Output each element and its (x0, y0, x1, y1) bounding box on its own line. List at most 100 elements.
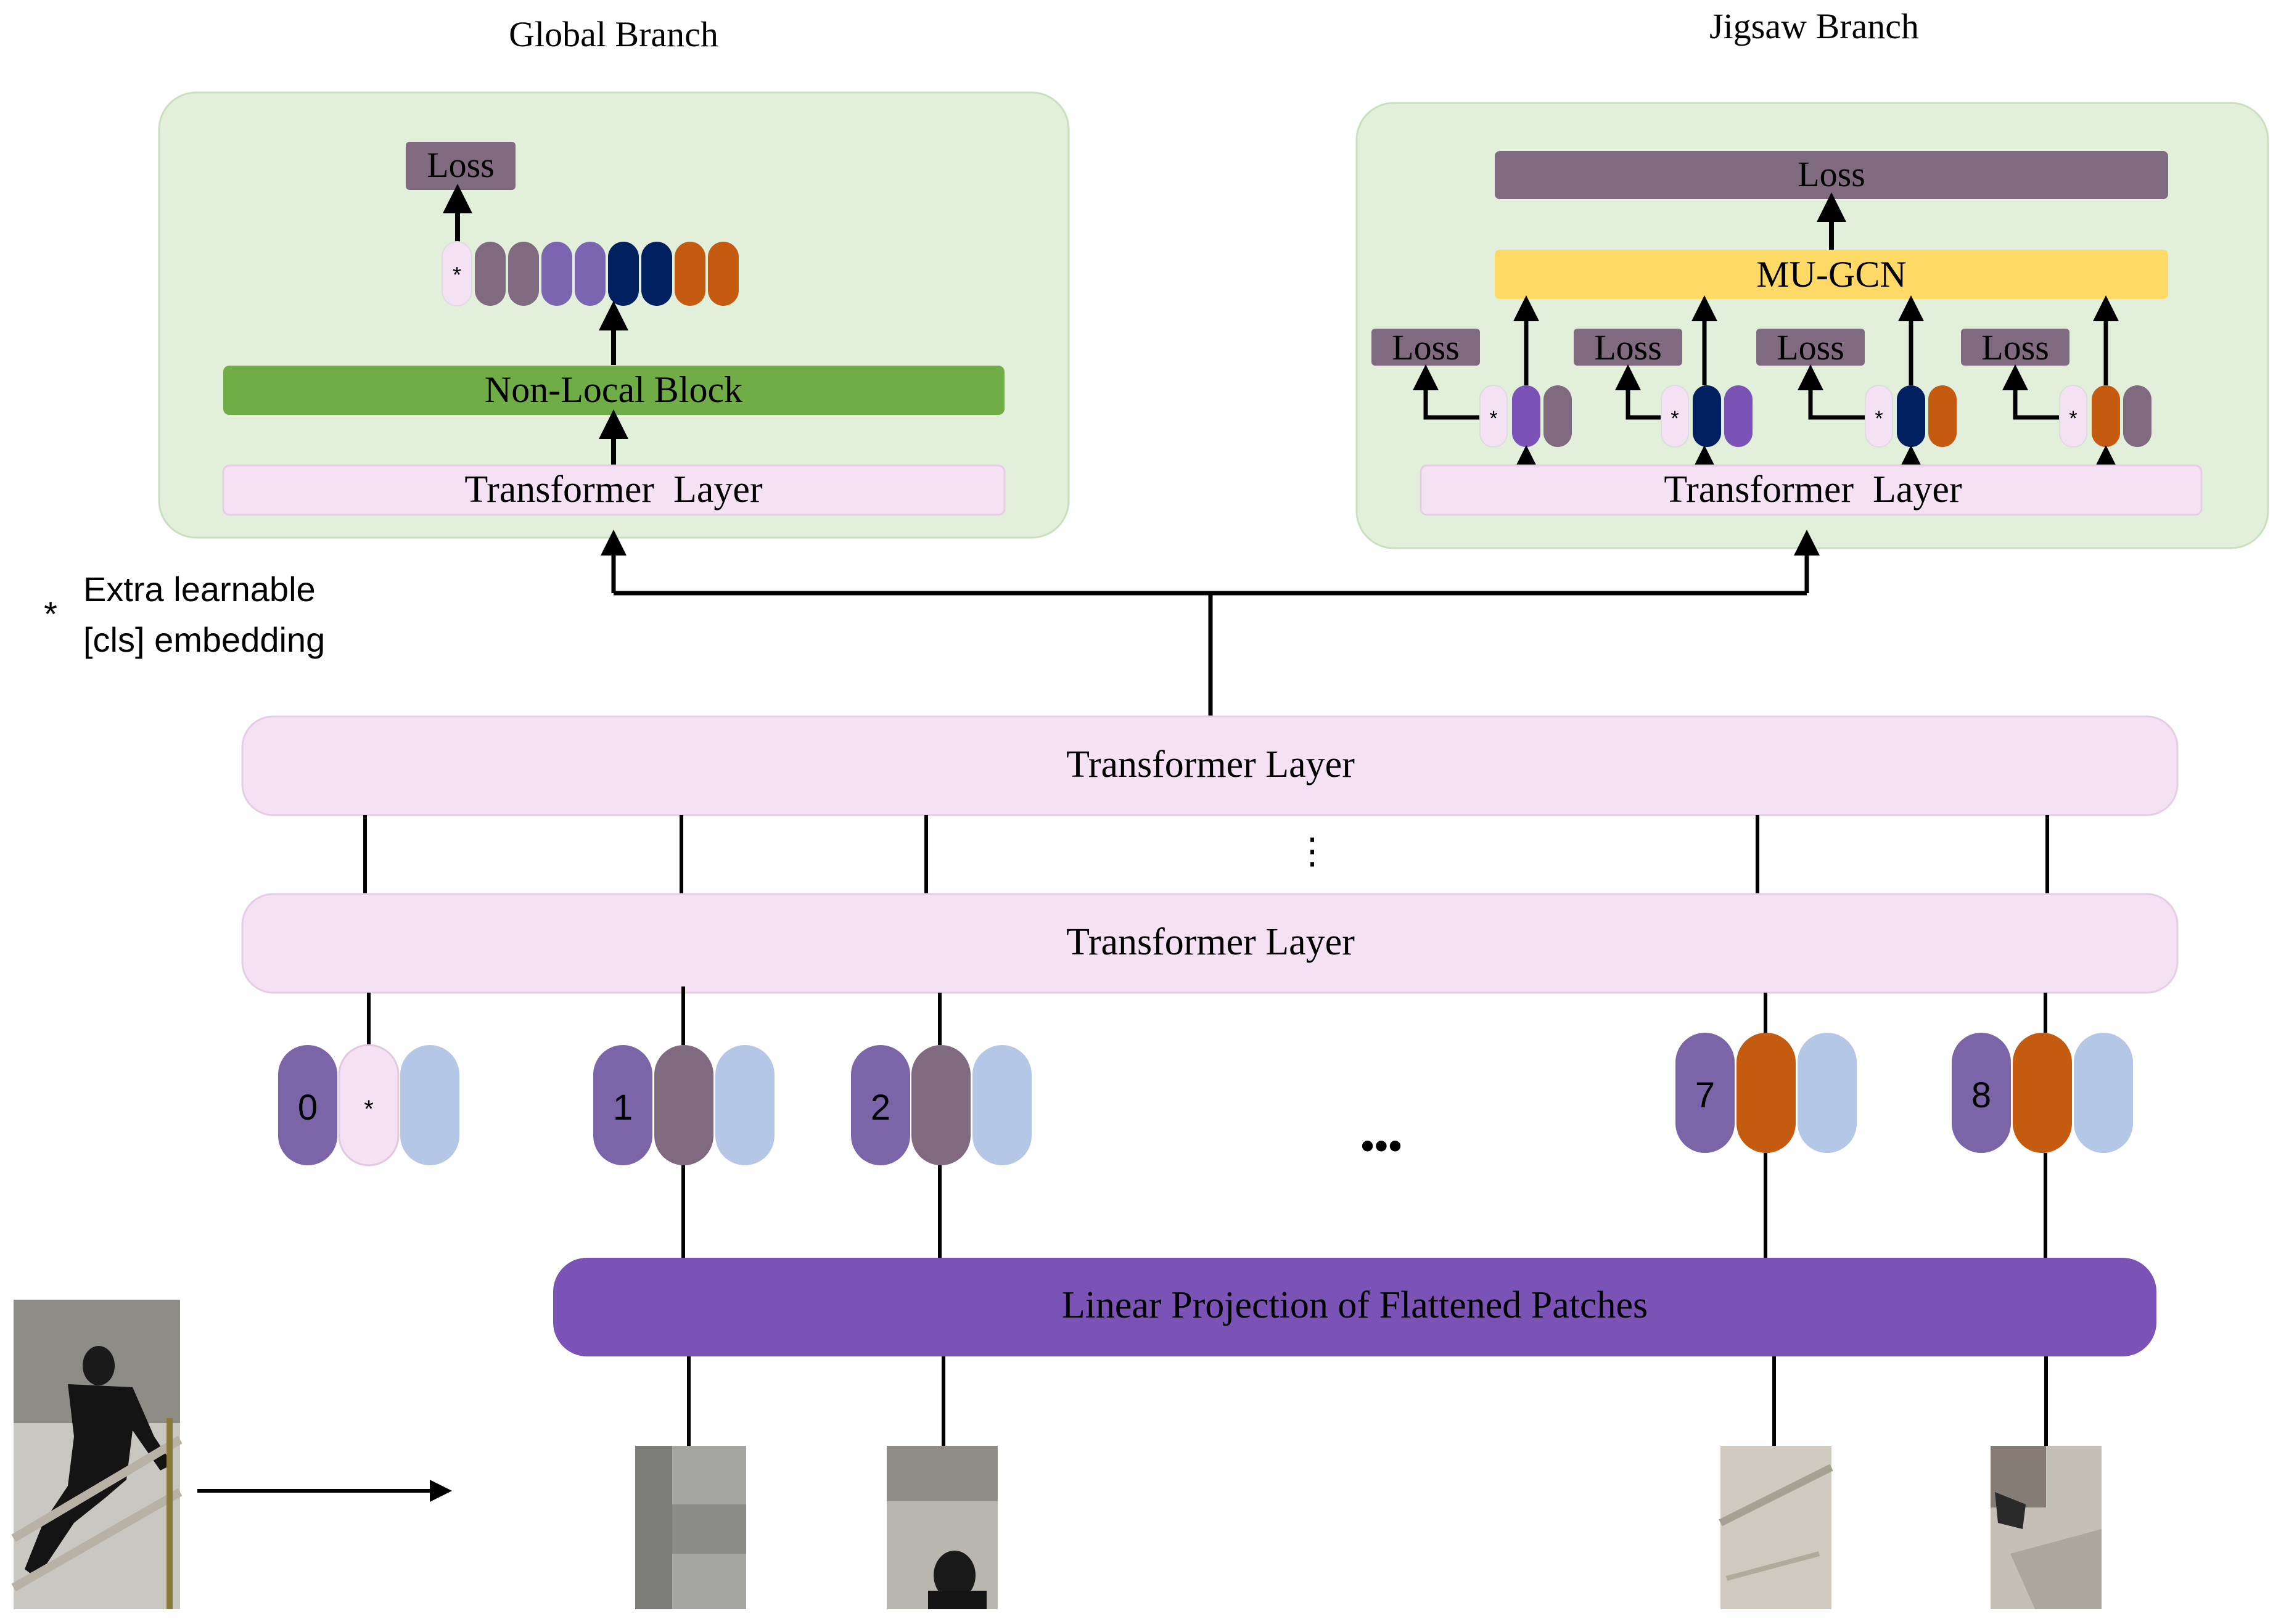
jigsaw-branch: Jigsaw Branch Loss MU-GCN Loss * Loss * (1355, 6, 2269, 549)
patch-token (1693, 385, 1721, 447)
patch-detail (934, 1551, 976, 1600)
global-transformer-label: Transformer Layer (464, 469, 763, 511)
global-branch-title: Global Branch (509, 14, 718, 54)
sub-loss-label: Loss (1392, 327, 1460, 367)
linear-projection-block (553, 1258, 2156, 1356)
patch-token (708, 242, 739, 306)
cls-to-sub-loss-arrow (1615, 364, 1661, 420)
cls-marker: * (1489, 407, 1497, 430)
sub-loss-box (1574, 329, 1682, 366)
global-transformer-layer (222, 464, 1006, 516)
cls-token (338, 1044, 400, 1167)
person-body (25, 1384, 173, 1578)
position-index: 1 (613, 1088, 633, 1128)
cls-token (1865, 385, 1893, 448)
mugcn-block (1495, 250, 2168, 299)
tokens-ellipsis: ••• (1360, 1123, 1402, 1168)
cls-token (1661, 385, 1689, 448)
cls-to-sub-loss-arrow (1798, 364, 1865, 420)
cls-marker: * (2069, 407, 2077, 430)
cls-token (1479, 385, 1508, 448)
backbone-transformer-layer-top (241, 715, 2179, 816)
vertical-ellipsis: ⋮ (1294, 831, 1330, 871)
patch-detail (928, 1591, 987, 1609)
patch-embedding (654, 1045, 713, 1165)
backbone-top-layer-label: Transformer Layer (1066, 744, 1355, 785)
image-patch-8 (1991, 1446, 2102, 1609)
cls-marker: * (453, 262, 461, 287)
patch-token (1897, 385, 1925, 447)
light-blue-embedding (1798, 1033, 1857, 1153)
token-group-0: 0 * (278, 1044, 459, 1167)
patch-token (675, 242, 705, 306)
patch-token (641, 242, 672, 306)
patch-token (1724, 385, 1753, 447)
cls-marker: * (364, 1096, 374, 1123)
image-patch-7 (1719, 1446, 1833, 1609)
patch-embedding (1736, 1033, 1796, 1153)
patch-detail (887, 1446, 998, 1501)
global-loss-box (406, 142, 516, 190)
image-patch-2 (887, 1446, 998, 1609)
cls-token (442, 241, 472, 306)
cls-token (2059, 385, 2087, 448)
cls-to-sub-loss-arrow (2002, 364, 2060, 420)
legend-line-1: Extra learnable (83, 570, 316, 609)
railing-bar (11, 1435, 183, 1543)
global-loss-label: Loss (427, 145, 495, 185)
jigsaw-group-4: Loss * (1961, 295, 2152, 472)
patch-detail (635, 1446, 672, 1609)
cls-marker: * (1671, 407, 1679, 430)
person-head (83, 1346, 115, 1385)
position-embedding (1952, 1033, 2011, 1153)
sub-loss-box (1371, 329, 1480, 366)
position-embedding (851, 1045, 910, 1165)
patch-detail (1995, 1492, 2026, 1529)
input-image (11, 1300, 183, 1609)
backbone-transformer-layer-bottom (241, 893, 2179, 994)
jigsaw-group-1: Loss * (1371, 295, 1572, 472)
jigsaw-group-3: Loss * (1756, 295, 1957, 472)
jigsaw-group-2: Loss * (1574, 295, 1753, 472)
jigsaw-branch-title: Jigsaw Branch (1709, 6, 1919, 46)
patch-token (2123, 385, 2152, 447)
image-patch-1 (635, 1446, 746, 1609)
position-index: 7 (1695, 1075, 1715, 1115)
position-embedding (593, 1045, 652, 1165)
jigsaw-transformer-label: Transformer Layer (1664, 469, 1962, 511)
legend-line-2: [cls] embedding (83, 620, 325, 659)
position-index: 2 (871, 1088, 890, 1128)
patch-background (1720, 1446, 1831, 1609)
light-blue-embedding (2074, 1033, 2133, 1153)
global-token-sequence: * (442, 241, 739, 306)
light-blue-embedding (972, 1045, 1032, 1165)
jigsaw-loss-label: Loss (1798, 154, 1865, 194)
jigsaw-loss-box (1495, 151, 2168, 199)
legend-symbol: * (44, 594, 57, 633)
patch-token (575, 242, 606, 306)
position-index: 0 (298, 1088, 318, 1128)
patch-detail (2010, 1529, 2102, 1609)
jigsaw-transformer-layer (1420, 464, 2203, 516)
light-blue-embedding (715, 1045, 775, 1165)
sub-loss-box (1756, 329, 1865, 366)
patch-token (1928, 385, 1957, 447)
patch-detail (1719, 1464, 1833, 1527)
sub-loss-label: Loss (1777, 327, 1844, 367)
backbone-to-branches-connector (601, 530, 1820, 716)
linear-projection-label: Linear Projection of Flattened Patches (1062, 1284, 1648, 1326)
nonlocal-block (223, 366, 1005, 415)
nonlocal-block-label: Non-Local Block (485, 369, 742, 410)
position-index: 8 (1971, 1075, 1991, 1115)
patch-token (1512, 385, 1540, 447)
sub-loss-box (1961, 329, 2069, 366)
position-embedding (1675, 1033, 1735, 1153)
token-group-7: 7 (1675, 1033, 1857, 1153)
backbone: Transformer Layer ⋮ Transformer Layer 0 … (241, 715, 2179, 1446)
railing-bar (11, 1488, 183, 1592)
sub-loss-label: Loss (1594, 327, 1662, 367)
cls-marker: * (1875, 407, 1883, 430)
patch-token (2092, 385, 2120, 447)
patch-token (508, 242, 539, 306)
